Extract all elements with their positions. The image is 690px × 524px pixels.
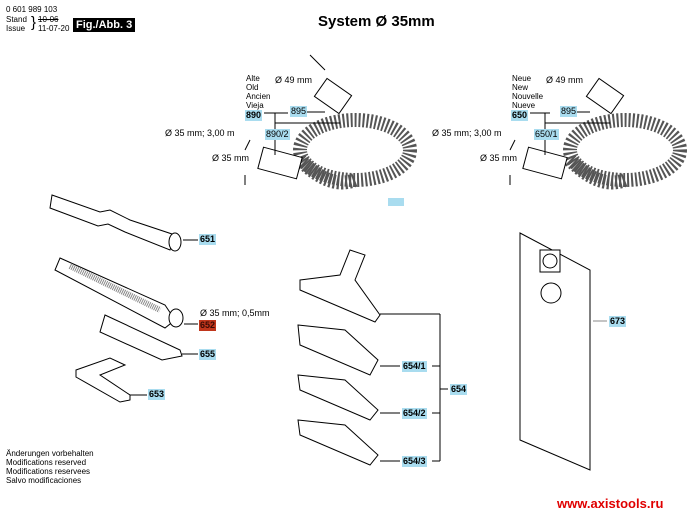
part-652[interactable]: 652 [199,320,217,331]
stand-label: Stand [6,15,27,24]
floor-nozzle-drawings [297,249,448,466]
hose-spec-old: Ø 35 mm; 3,00 m [165,128,235,138]
bent-tube-drawing [49,194,198,252]
upholstery-nozzle-drawing [75,357,147,403]
empty-label-marker [388,198,404,206]
hose-old-drawing [244,54,417,190]
part-673[interactable]: 673 [609,316,627,327]
version-label: Old [246,83,259,92]
part-650-1[interactable]: 650/1 [534,129,559,140]
version-new-labels: Neue New Nouvelle Nueve [512,74,543,110]
part-654-1[interactable]: 654/1 [402,361,427,372]
version-label: Vieja [246,101,264,110]
hose-cuff-49-new [585,77,625,115]
hose-spec-new: Ø 35 mm; 3,00 m [432,128,502,138]
extension-tube-drawing [54,257,198,329]
hose-new-drawing [509,77,687,190]
hose-cuff-35-old [257,146,303,180]
brace: } [31,14,37,31]
crevice-nozzle-drawing [99,314,198,361]
version-label: Neue [512,74,532,83]
document-number: 0 601 989 103 [6,5,58,14]
part-654-3[interactable]: 654/3 [402,456,427,467]
issue-label: Issue [6,24,26,33]
note-line: Salvo modificaciones [6,476,82,485]
dim-49-old: Ø 49 mm [275,75,313,85]
version-label: Nueve [512,101,536,110]
part-890-2[interactable]: 890/2 [265,129,290,140]
version-label: Alte [246,74,260,83]
part-890[interactable]: 890 [245,110,263,121]
part-650[interactable]: 650 [511,110,529,121]
version-old-labels: Alte Old Ancien Vieja [246,74,270,110]
figure-label: Fig./Abb. 3 [73,18,136,32]
modification-notes: Änderungen vorbehalten Modifications res… [6,449,94,485]
dim-49-new: Ø 49 mm [546,75,584,85]
part-895-new[interactable]: 895 [560,106,578,117]
version-label: New [512,83,529,92]
part-653[interactable]: 653 [148,389,166,400]
hose-coil-new [563,113,687,187]
dim-35-old: Ø 35 mm [212,153,250,163]
part-654-2[interactable]: 654/2 [402,408,427,419]
page-title: System Ø 35mm [318,13,435,30]
hose-cuff-49-old [313,77,353,115]
hose-coil-old [293,113,417,187]
extension-spec: Ø 35 mm; 0,5mm [200,308,270,318]
note-line: Modifications reservees [6,467,91,476]
filter-bag-drawing [519,232,607,471]
hose-cuff-35-new [522,146,568,180]
watermark-url[interactable]: www.axistools.ru [557,496,664,511]
stand-value: 10-06 [38,15,59,24]
version-label: Nouvelle [512,92,544,101]
dim-35-new: Ø 35 mm [480,153,518,163]
note-line: Änderungen vorbehalten [6,449,94,458]
version-label: Ancien [246,92,271,101]
part-895-old[interactable]: 895 [290,106,308,117]
note-line: Modifications reserved [6,458,87,467]
part-655[interactable]: 655 [199,349,217,360]
part-651[interactable]: 651 [199,234,217,245]
issue-value: 11-07-20 [38,24,70,33]
part-654[interactable]: 654 [450,384,468,395]
